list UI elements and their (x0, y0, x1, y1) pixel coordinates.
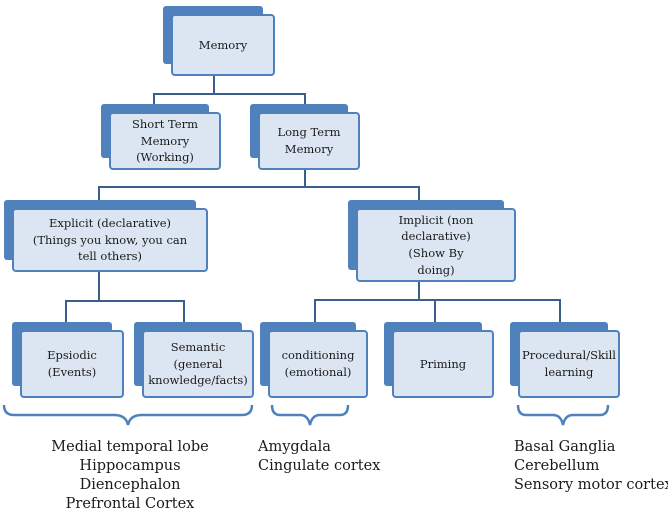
connector-explicit-up (98, 186, 100, 200)
connector-memory-down (213, 74, 215, 94)
node-implicit-label: Implicit (non declarative) (Show By doin… (356, 208, 516, 282)
region-item: Cingulate cortex (258, 457, 381, 474)
node-short-term: Short Term Memory (Working) (101, 104, 221, 170)
node-procedural-label: Procedural/Skill learning (518, 330, 620, 398)
connector-implicit-down (418, 280, 420, 300)
connector-longterm-up (304, 93, 306, 105)
connector-explicit-down (98, 270, 100, 301)
connector-procedural-up (559, 299, 561, 322)
regions-procedural: Basal Ganglia Cerebellum Sensory motor c… (514, 438, 668, 495)
connector-episodic-up (65, 300, 67, 322)
node-semantic: Semantic (general knowledge/facts) (134, 322, 254, 398)
region-item: Amygdala (258, 439, 331, 455)
connector-level1-bar (153, 93, 306, 95)
node-procedural: Procedural/Skill learning (510, 322, 620, 398)
node-memory-label: Memory (171, 14, 275, 76)
node-conditioning: conditioning (emotional) (260, 322, 368, 398)
connector-explicit-bar (65, 300, 185, 302)
region-item: Prefrontal Cortex (65, 495, 195, 512)
brace-conditioning (270, 404, 350, 426)
node-explicit-label: Explicit (declarative) (Things you know,… (12, 208, 208, 272)
region-item: Diencephalon (79, 476, 181, 493)
node-priming-label: Priming (392, 330, 494, 398)
node-short-term-label: Short Term Memory (Working) (109, 112, 221, 170)
connector-level2-bar (98, 186, 420, 188)
connector-conditioning-up (314, 299, 316, 322)
connector-semantic-up (183, 300, 185, 322)
node-semantic-label: Semantic (general knowledge/facts) (142, 330, 254, 398)
node-memory: Memory (163, 6, 275, 76)
node-explicit: Explicit (declarative) (Things you know,… (4, 200, 208, 272)
region-item: Sensory motor cortex (514, 476, 668, 493)
brace-explicit (2, 404, 254, 426)
connector-implicit-up (418, 186, 420, 200)
connector-longterm-down (304, 170, 306, 187)
node-long-term-label: Long Term Memory (258, 112, 360, 170)
regions-conditioning: Amygdala Cingulate cortex (258, 438, 380, 476)
region-item: Cerebellum (514, 457, 600, 474)
connector-implicit-bar (314, 299, 561, 301)
node-episodic-label: Epsiodic (Events) (20, 330, 124, 398)
regions-explicit: Medial temporal lobe Hippocampus Diencep… (40, 438, 220, 513)
node-episodic: Epsiodic (Events) (12, 322, 124, 398)
node-implicit: Implicit (non declarative) (Show By doin… (348, 200, 516, 282)
region-item: Basal Ganglia (514, 439, 616, 455)
node-conditioning-label: conditioning (emotional) (268, 330, 368, 398)
connector-shortterm-up (153, 93, 155, 105)
region-item: Medial temporal lobe (51, 439, 209, 455)
connector-priming-up (434, 299, 436, 322)
brace-procedural (516, 404, 610, 426)
node-long-term: Long Term Memory (250, 104, 360, 170)
node-priming: Priming (384, 322, 494, 398)
region-item: Hippocampus (79, 457, 181, 474)
